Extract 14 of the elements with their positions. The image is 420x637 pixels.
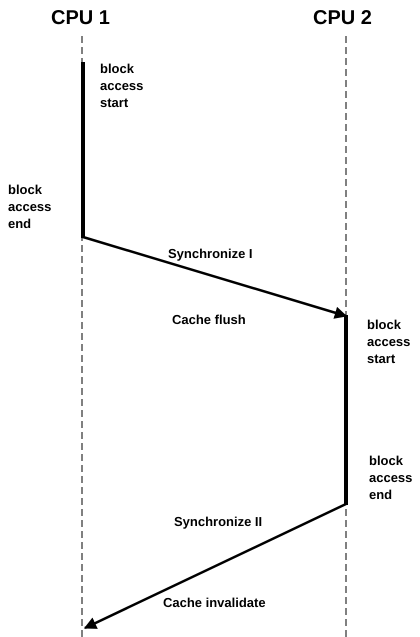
lifeline-header: CPU 1 [51,6,110,30]
message-arrow [82,236,348,319]
activation-bar [344,315,348,505]
message-arrow [84,502,347,630]
time-note: block access start [367,316,412,367]
time-note: block access end [8,181,52,232]
time-note: block access start [100,60,144,111]
message-label: Synchronize I [168,245,253,262]
activation-bar [81,62,85,238]
lifeline-header: CPU 2 [313,6,372,30]
note-text: Cache flush [172,311,246,328]
time-note: block access end [369,452,414,503]
message-label: Synchronize II [174,513,262,530]
note-text: Cache invalidate [163,594,266,611]
